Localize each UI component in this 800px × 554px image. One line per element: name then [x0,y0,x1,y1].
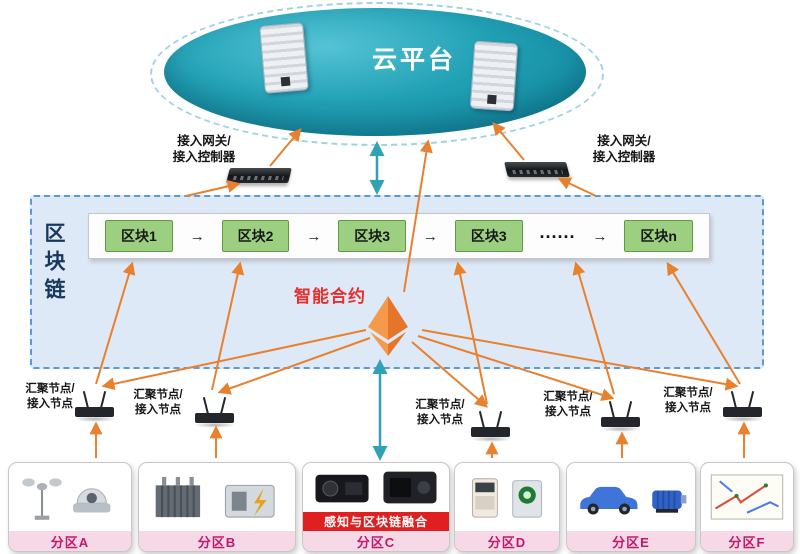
motor-icon [652,490,687,513]
node-label-e-line1: 汇聚节点/ [543,391,593,403]
chain-ellipsis: ...... [539,222,576,242]
gis-map-icon-wrap [710,474,784,520]
smart-camera-icon [383,471,437,504]
right-gateway-label-line1: 接入网关/ [597,134,651,148]
partition-a-label: 分区A [9,531,131,551]
partition-f-devices [701,463,793,531]
right-gateway-label: 接入网关/ 接入控制器 [568,133,680,166]
chain-arrow-icon: → [189,227,205,245]
dial-meter-icon [512,480,543,518]
partition-e: 分区E [566,462,696,552]
block-3: 区块3 [338,220,407,252]
cloud-platform-label: 云平台 [372,46,457,74]
power-device-icons [155,476,275,518]
map-icon [710,474,784,520]
node-label-f-line1: 汇聚节点/ [663,387,713,399]
node-label-b: 汇聚节点/ 接入节点 [128,388,188,418]
partition-b-devices [139,463,295,531]
cloud-server-icon [469,40,519,112]
meter-device-icons [471,478,543,518]
node-label-d-line2: 接入节点 [417,413,463,426]
ev-device-icons [580,486,687,515]
partition-d-label: 分区D [455,531,559,551]
partition-a-devices [9,463,131,531]
partition-c-fusion-banner: 感知与区块链融合 [303,512,449,531]
left-gateway-device-icon [226,168,292,183]
node-label-f: 汇聚节点/ 接入节点 [658,386,718,416]
partition-d-devices [455,463,559,531]
partition-c: 感知与区块链融合 分区C [302,462,450,552]
ethereum-icon [368,296,408,356]
block-4: 区块3 [454,220,523,252]
power-equipment-icon [224,484,275,518]
block-n: 区块n [624,220,693,252]
electric-car-icon [580,486,638,515]
node-label-d-line1: 汇聚节点/ [415,399,465,411]
router-icon-d [468,406,514,442]
cloud-server-icon [259,22,309,94]
partition-c-label: 分区C [303,531,449,551]
partition-c-devices [303,463,449,512]
node-label-f-line2: 接入节点 [665,401,711,414]
partition-a: 分区A [8,462,132,552]
weather-sensor-icons [22,478,111,520]
partition-d: 分区D [454,462,560,552]
node-label-e-line2: 接入节点 [545,405,591,418]
router-icon-f [720,386,766,422]
node-label-d: 汇聚节点/ 接入节点 [410,398,470,428]
right-gateway-device-icon [504,162,570,177]
transformer-icon [155,476,201,518]
node-label-a-line1: 汇聚节点/ [25,383,75,395]
partition-e-devices [567,463,695,531]
block-2: 区块2 [221,220,290,252]
partition-f: 分区F [700,462,794,552]
router-icon-b [192,392,238,428]
node-label-b-line2: 接入节点 [135,403,181,416]
partition-e-label: 分区E [567,531,695,551]
block-1: 区块1 [105,220,173,252]
partition-f-label: 分区F [701,531,793,551]
anemometer-icon [22,478,62,520]
router-icon-a [72,386,118,422]
camera-device-icons [315,471,437,504]
smart-contract-label: 智能合约 [294,287,366,306]
node-label-a: 汇聚节点/ 接入节点 [20,382,80,412]
dome-camera-icon [73,488,111,513]
chain-arrow-icon: → [592,227,608,245]
chain-arrow-icon: → [422,227,438,245]
partition-b-label: 分区B [139,531,295,551]
chain-arrow-icon: → [306,227,322,245]
router-icon-e [598,396,644,432]
left-gateway-label-line2: 接入控制器 [172,150,236,165]
block-chain-strip: 区块1 → 区块2 → 区块3 → 区块3 ...... → 区块n [88,213,710,259]
smart-meter-icon [471,478,498,518]
sensor-camera-icon [315,474,369,503]
left-gateway-label-line1: 接入网关/ [177,134,231,148]
right-gateway-label-line2: 接入控制器 [592,150,656,165]
left-gateway-label: 接入网关/ 接入控制器 [148,133,260,166]
blockchain-title: 区块链 [42,222,65,306]
partition-b: 分区B [138,462,296,552]
node-label-b-line1: 汇聚节点/ [133,389,183,401]
node-label-a-line2: 接入节点 [27,397,73,410]
node-label-e: 汇聚节点/ 接入节点 [538,390,598,420]
